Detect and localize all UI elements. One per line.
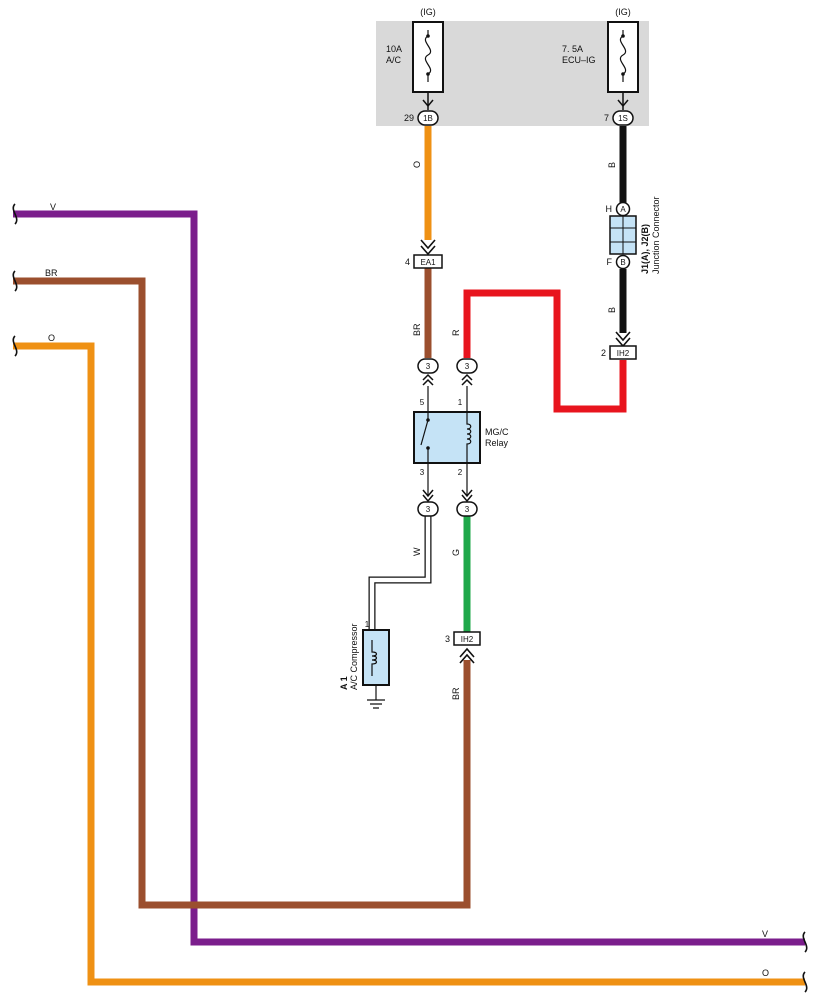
connector-relay-bottom-right: 3 [456, 489, 478, 517]
relay-name-line1: MG/C [485, 427, 509, 437]
wire-label-left-v: V [50, 202, 56, 212]
connector-ih2-pin3: IH2 3 [445, 631, 481, 664]
junction-name: Junction Connector [651, 196, 661, 274]
wire-label-relay1-in: R [451, 329, 461, 336]
connector-1b: 1B 29 [404, 110, 439, 126]
connector-relay-top-right: 3 [456, 358, 478, 386]
fuse-ecu-ig: (IG) 7. 5A ECU–IG [562, 7, 639, 93]
connector-1s: 1S 7 [604, 110, 634, 126]
connector-1s-pin: 7 [604, 113, 609, 123]
junction-terminal-a [615, 201, 631, 217]
svg-text:3: 3 [426, 362, 431, 371]
wire-label-relay2-out: G [451, 549, 461, 556]
wire-label-fuse-ac-out: O [412, 161, 422, 168]
svg-text:3: 3 [465, 362, 470, 371]
wire-break-right [802, 931, 808, 993]
wire-orange-loop [13, 342, 805, 986]
mgc-relay-body [413, 411, 481, 464]
junction-pin-h: H [606, 204, 613, 214]
svg-text:3: 3 [426, 505, 431, 514]
compressor-pin: 1 [365, 620, 370, 629]
relay-name-line2: Relay [485, 438, 509, 448]
connector-ea1-pin: 4 [405, 257, 410, 267]
compressor-code: A 1 [339, 676, 349, 690]
fuse-ecu-rating: 7. 5A [562, 44, 583, 54]
wire-label-relay5-in: BR [412, 323, 422, 336]
relay-coil-icon [466, 412, 472, 463]
connector-ea1: EA1 4 [405, 254, 443, 269]
wire-label-fuse-ecu-out: B [607, 162, 617, 168]
svg-text:IH2: IH2 [617, 349, 630, 358]
wire-label-jc-out: B [607, 307, 617, 313]
svg-text:1S: 1S [618, 114, 628, 123]
svg-text:B: B [620, 258, 625, 267]
relay-pin-2: 2 [458, 468, 463, 477]
connector-ih2-pin3-number: 3 [445, 634, 450, 644]
wire-label-right-o: O [762, 968, 769, 978]
svg-text:3: 3 [465, 505, 470, 514]
wire-brown-loop [13, 277, 471, 909]
wire-label-right-v: V [762, 929, 768, 939]
svg-text:1B: 1B [423, 114, 433, 123]
fuse-ecu-name: ECU–IG [562, 55, 596, 65]
connector-relay-bottom-left: 3 [417, 489, 439, 517]
ground-icon [367, 685, 385, 709]
wire-break-left [12, 203, 18, 357]
fuse-ecu-power: (IG) [615, 7, 631, 17]
junction-terminal-b [615, 254, 631, 270]
wire-violet [13, 210, 805, 946]
junction-pin-f: F [607, 257, 613, 267]
svg-text:IH2: IH2 [461, 635, 474, 644]
wire-label-ih2-out: BR [451, 687, 461, 700]
junction-connector: A B H F J1(A), J2(B) Junction Connector [606, 196, 662, 274]
fuse-ac-rating: 10A [386, 44, 402, 54]
wire-label-relay3-out: W [412, 547, 422, 556]
wire-red [463, 289, 627, 413]
relay-pin-1: 1 [458, 398, 463, 407]
connector-1b-pin: 29 [404, 113, 414, 123]
wire-white [369, 516, 431, 630]
wire-label-left-o: O [48, 333, 55, 343]
svg-text:A: A [620, 205, 626, 214]
mgc-relay: 5 1 3 2 MG/C Relay [413, 398, 509, 477]
ac-compressor: 1 A 1 A/C Compressor [339, 620, 390, 709]
connector-ih2-pin2-number: 2 [601, 348, 606, 358]
connector-relay-top-left: 3 [417, 358, 439, 386]
wire-label-left-br: BR [45, 268, 58, 278]
compressor-name: A/C Compressor [349, 623, 359, 690]
junction-code: J1(A), J2(B) [640, 224, 650, 274]
relay-pin-3: 3 [420, 468, 425, 477]
fuse-ac-power: (IG) [420, 7, 436, 17]
connector-ih2-pin2: IH2 2 [601, 345, 637, 360]
relay-pin-5: 5 [420, 398, 425, 407]
svg-text:EA1: EA1 [420, 258, 436, 267]
fuse-ac: (IG) 10A A/C [386, 7, 444, 93]
compressor-coil-icon [371, 640, 378, 676]
fuse-ac-name: A/C [386, 55, 402, 65]
